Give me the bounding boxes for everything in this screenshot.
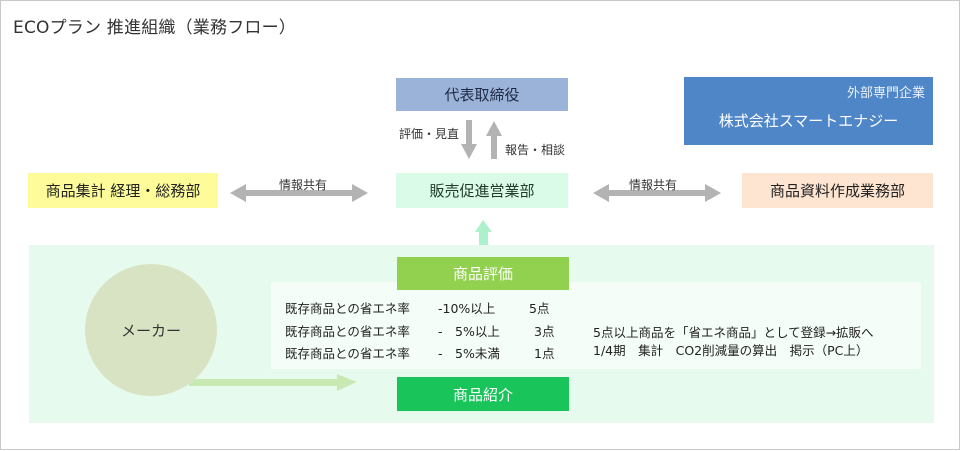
accounting-dept-box: 商品集計 経理・総務部 <box>28 173 218 208</box>
criteria-points: 5点 <box>529 301 550 316</box>
criteria-panel <box>271 282 921 369</box>
criteria-points: 3点 <box>534 324 555 339</box>
criteria-row: 既存商品との省エネ率 -10%以上 5点 <box>285 298 549 317</box>
product-introduction-box: 商品紹介 <box>397 377 569 411</box>
criteria-label: 既存商品との省エネ率 <box>285 324 410 339</box>
registration-note: 5点以上商品を「省エネ商品」として登録→拡販へ <box>593 325 874 340</box>
product-evaluation-box: 商品評価 <box>397 257 569 290</box>
criteria-range: -10%以上 <box>438 301 496 316</box>
aggregation-note: 1/4期 集計 CO2削減量の算出 掲示（PC上） <box>593 343 869 358</box>
green-up-arrow <box>475 220 492 245</box>
external-company-name: 株式会社スマートエナジー <box>718 112 899 130</box>
info-share-right-label: 情報共有 <box>629 178 678 192</box>
criteria-row: 既存商品との省エネ率 - 5%未満 1点 <box>285 343 554 362</box>
sales-promotion-box: 販売促進営業部 <box>396 173 568 208</box>
ceo-box: 代表取締役 <box>396 78 568 111</box>
external-caption: 外部専門企業 <box>846 86 925 101</box>
criteria-range: - 5%以上 <box>438 324 500 339</box>
evaluation-label: 評価・見直 <box>399 127 460 141</box>
external-company-box: 外部専門企業 株式会社スマートエナジー <box>684 77 933 145</box>
maker-label: メーカー <box>120 321 181 340</box>
criteria-row: 既存商品との省エネ率 - 5%以上 3点 <box>285 321 554 340</box>
down-arrow <box>461 120 477 159</box>
criteria-label: 既存商品との省エネ率 <box>285 346 410 361</box>
left-double-arrow <box>230 184 368 202</box>
criteria-label: 既存商品との省エネ率 <box>285 301 410 316</box>
criteria-range: - 5%未満 <box>438 346 500 361</box>
maker-circle: メーカー <box>85 264 217 396</box>
up-arrow <box>486 121 502 159</box>
report-label: 報告・相談 <box>505 143 566 157</box>
info-share-left-label: 情報共有 <box>279 178 328 192</box>
right-double-arrow <box>593 184 721 202</box>
maker-arrow <box>189 374 357 391</box>
criteria-points: 1点 <box>534 346 555 361</box>
materials-dept-box: 商品資料作成業務部 <box>742 173 933 208</box>
page-title: ECOプラン 推進組織（業務フロー） <box>13 18 296 38</box>
